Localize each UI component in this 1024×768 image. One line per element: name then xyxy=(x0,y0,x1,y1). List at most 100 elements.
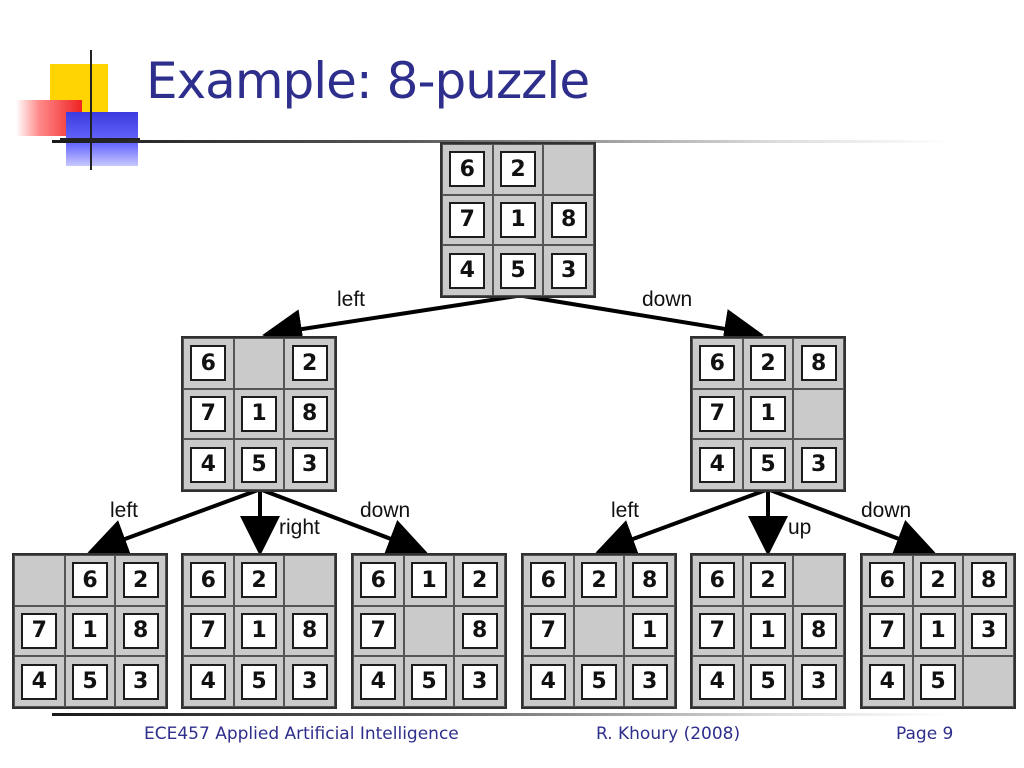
move-label-l-down: down xyxy=(360,499,411,522)
puzzle-tile: 1 xyxy=(919,612,956,649)
puzzle-tile: 7 xyxy=(699,612,736,649)
puzzle-cell: 6 xyxy=(862,555,913,606)
puzzle-cell: 7 xyxy=(353,605,404,657)
puzzle-tile: 3 xyxy=(550,252,587,289)
puzzle-cell: 3 xyxy=(793,656,844,707)
blank-cell xyxy=(233,338,285,389)
puzzle-cell: 2 xyxy=(492,144,544,195)
logo-vertical-line xyxy=(90,50,92,170)
puzzle-tile: 5 xyxy=(580,663,617,700)
puzzle-cell: 3 xyxy=(624,656,675,707)
blank-cell xyxy=(14,555,65,606)
blank-cell xyxy=(573,605,625,657)
puzzle-cell: 4 xyxy=(692,656,743,707)
puzzle-cell: 3 xyxy=(963,605,1014,657)
puzzle-tile: 2 xyxy=(580,562,617,599)
puzzle-cell: 5 xyxy=(492,245,544,296)
puzzle-tile: 6 xyxy=(71,562,108,599)
puzzle-tile: 7 xyxy=(21,612,58,649)
puzzle-cell: 8 xyxy=(963,555,1014,606)
blank-cell xyxy=(793,388,844,440)
puzzle-tile: 2 xyxy=(461,562,498,599)
puzzle-tile: 6 xyxy=(449,151,486,188)
puzzle-cell: 1 xyxy=(64,605,116,657)
puzzle-tile: 7 xyxy=(360,612,397,649)
puzzle-cell: 5 xyxy=(403,656,455,707)
puzzle-tile: 3 xyxy=(970,612,1007,649)
puzzle-tile: 4 xyxy=(530,663,567,700)
puzzle-cell: 4 xyxy=(14,656,65,707)
puzzle-tile: 2 xyxy=(919,562,956,599)
puzzle-tile: 3 xyxy=(122,663,159,700)
puzzle-tile: 8 xyxy=(461,612,498,649)
puzzle-tile: 5 xyxy=(240,446,277,483)
puzzle-cell: 5 xyxy=(742,439,794,490)
puzzle-cell: 3 xyxy=(115,656,166,707)
puzzle-cell: 2 xyxy=(573,555,625,606)
puzzle-cell: 2 xyxy=(454,555,505,606)
puzzle-cell: 7 xyxy=(692,605,743,657)
puzzle-cell: 8 xyxy=(793,338,844,389)
puzzle-cell: 8 xyxy=(115,605,166,657)
puzzle-cell: 1 xyxy=(742,605,794,657)
puzzle-tile: 5 xyxy=(499,252,536,289)
puzzle-cell: 4 xyxy=(523,656,574,707)
puzzle-tile: 6 xyxy=(699,562,736,599)
puzzle-tile: 1 xyxy=(240,395,277,432)
move-label-d-up: up xyxy=(788,516,812,539)
puzzle-cell: 5 xyxy=(742,656,794,707)
puzzle-cell: 2 xyxy=(742,338,794,389)
puzzle-tile: 1 xyxy=(410,562,447,599)
puzzle-cell: 6 xyxy=(183,338,234,389)
logo-horizontal-line xyxy=(60,138,140,140)
puzzle-cell: 2 xyxy=(115,555,166,606)
puzzle-cell: 5 xyxy=(912,656,964,707)
puzzle-cell: 7 xyxy=(523,605,574,657)
puzzle-cell: 4 xyxy=(442,245,493,296)
puzzle-tile: 7 xyxy=(190,612,227,649)
puzzle-tile: 8 xyxy=(800,345,837,382)
puzzle-tile: 3 xyxy=(461,663,498,700)
puzzle-tile: 8 xyxy=(970,562,1007,599)
puzzle-tile: 8 xyxy=(291,395,328,432)
puzzle-tile: 2 xyxy=(122,562,159,599)
puzzle-tile: 4 xyxy=(21,663,58,700)
move-label-root-down: down xyxy=(642,288,693,311)
puzzle-cell: 6 xyxy=(353,555,404,606)
footer-rule xyxy=(52,713,952,716)
puzzle-cell: 5 xyxy=(64,656,116,707)
puzzle-cell: 8 xyxy=(284,605,335,657)
edge-l-left xyxy=(87,488,259,558)
puzzle-cell: 7 xyxy=(692,388,743,440)
puzzle-tile: 5 xyxy=(749,446,786,483)
puzzle-tile: 6 xyxy=(190,562,227,599)
puzzle-cell: 8 xyxy=(793,605,844,657)
move-label-d-left: left xyxy=(611,499,640,522)
puzzle-tile: 6 xyxy=(360,562,397,599)
puzzle-tile: 1 xyxy=(240,612,277,649)
puzzle-cell: 4 xyxy=(862,656,913,707)
puzzle-cell: 8 xyxy=(624,555,675,606)
puzzle-cell: 7 xyxy=(183,388,234,440)
puzzle-tile: 7 xyxy=(190,395,227,432)
puzzle-tile: 2 xyxy=(749,562,786,599)
puzzle-tile: 7 xyxy=(869,612,906,649)
puzzle-tile: 3 xyxy=(291,446,328,483)
move-label-root-left: left xyxy=(337,288,366,311)
puzzle-cell: 3 xyxy=(454,656,505,707)
slide-title: Example: 8-puzzle xyxy=(146,52,590,110)
puzzle-cell: 6 xyxy=(442,144,493,195)
puzzle-cell: 8 xyxy=(284,388,335,440)
puzzle-tile: 6 xyxy=(699,345,736,382)
puzzle-tile: 8 xyxy=(122,612,159,649)
puzzle-tile: 7 xyxy=(699,395,736,432)
blank-cell xyxy=(403,605,455,657)
